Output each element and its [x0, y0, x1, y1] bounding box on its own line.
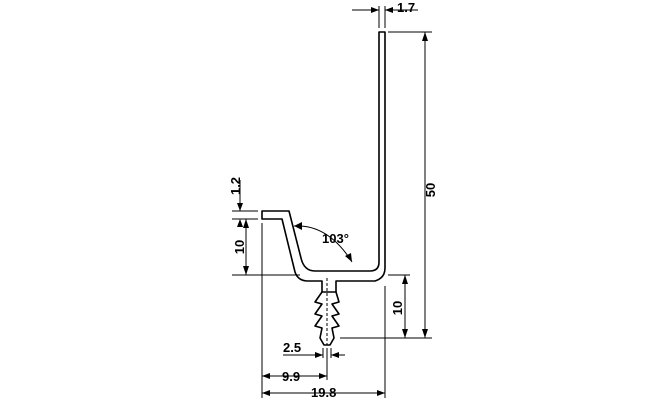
- dim-stem-height: 10: [390, 275, 408, 338]
- dim-stem-width-label: 2.5: [283, 340, 301, 355]
- dim-half-width-label: 9.9: [282, 369, 300, 384]
- extension-lines: [232, 6, 432, 398]
- dim-height-total: 50: [422, 32, 438, 338]
- dim-top-thickness-label: 1.7: [397, 0, 415, 15]
- dim-stem-width: 2.5: [283, 340, 345, 358]
- dim-height-total-label: 50: [423, 183, 438, 197]
- dim-total-width: 19.8: [262, 385, 385, 400]
- dim-lip-thickness: 1.2: [228, 177, 243, 227]
- dim-top-thickness: 1.7: [352, 0, 418, 15]
- dim-lip-thickness-label: 1.2: [228, 177, 243, 195]
- profile-outline: [261, 31, 386, 346]
- dim-stem-height-label: 10: [390, 301, 405, 315]
- dim-total-width-label: 19.8: [311, 385, 336, 400]
- dim-angle: 103°: [293, 222, 353, 263]
- dim-lip-height-label: 10: [232, 240, 247, 254]
- dim-half-width: 9.9: [262, 369, 327, 384]
- dim-lip-height: 10: [232, 219, 249, 275]
- dim-angle-label: 103°: [322, 231, 349, 246]
